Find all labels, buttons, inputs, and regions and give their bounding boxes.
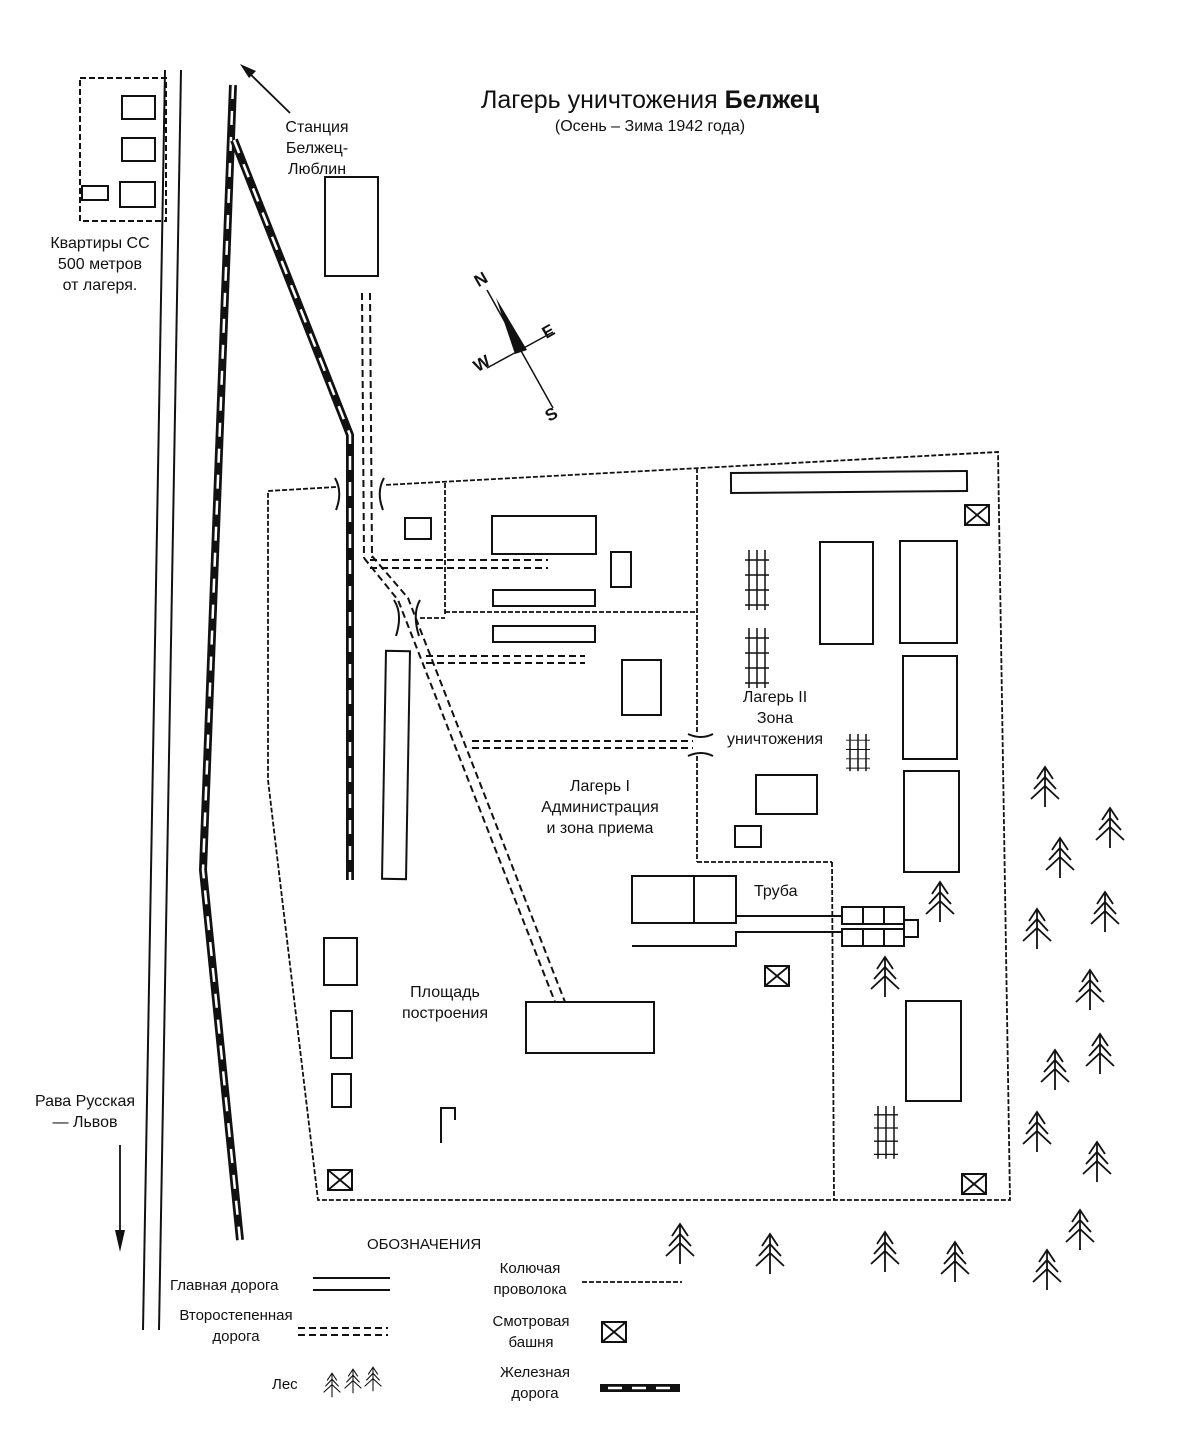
railway: [198, 84, 354, 1241]
legend-title: ОБОЗНАЧЕНИЯ: [367, 1236, 482, 1253]
ss-quarters-label: Квартиры СС 500 метров от лагеря.: [50, 235, 150, 294]
gates: [334, 477, 714, 757]
legend-forest-symbol: [323, 1366, 382, 1398]
arrow-to-station: [240, 64, 291, 114]
title-prefix: Лагерь уничтожения: [480, 86, 718, 114]
barbed-wire-fence: [267, 451, 1011, 1201]
pipe-label: Труба: [754, 883, 798, 900]
track-symbols: [744, 549, 899, 1160]
main-road: [142, 69, 182, 1331]
legend-main-road-symbol: [313, 1277, 390, 1291]
legend-barbed-wire: Колючая проволока: [493, 1260, 567, 1298]
watch-towers: [327, 504, 990, 1195]
parade-ground-label: Площадь построения: [401, 984, 489, 1022]
ss-quarters-area: [79, 77, 167, 222]
title-name: Белжец: [724, 86, 820, 114]
map-title: Лагерь уничтожения Белжец: [300, 84, 1000, 116]
camp1-buildings: [323, 515, 662, 1143]
arrow-to-rava: [115, 1145, 125, 1252]
legend-watch-tower: Смотровая башня: [492, 1313, 570, 1351]
station-building: [324, 176, 379, 277]
camp1-label: Лагерь I Администрация и зона приема: [541, 778, 659, 837]
legend-secondary-road: Второстепенная дорога: [179, 1307, 293, 1345]
legend-railway: Железная дорога: [500, 1364, 570, 1402]
station-label: Станция Белжец-Люблин: [285, 119, 349, 178]
legend-watch-tower-symbol: [601, 1321, 627, 1343]
map-subtitle: (Осень – Зима 1942 года): [554, 118, 746, 135]
secondary-roads: [361, 292, 693, 1003]
legend-main-road: Главная дорога: [170, 1277, 279, 1294]
rava-label: Рава Русская — Львов: [34, 1093, 136, 1131]
legend-forest: Лес: [272, 1376, 298, 1393]
compass-rose: [486, 289, 554, 409]
camp2-buildings: [631, 469, 969, 1102]
camp2-label: Лагерь II Зона уничтожения: [726, 689, 823, 748]
legend-secondary-road-symbol: [298, 1327, 388, 1336]
